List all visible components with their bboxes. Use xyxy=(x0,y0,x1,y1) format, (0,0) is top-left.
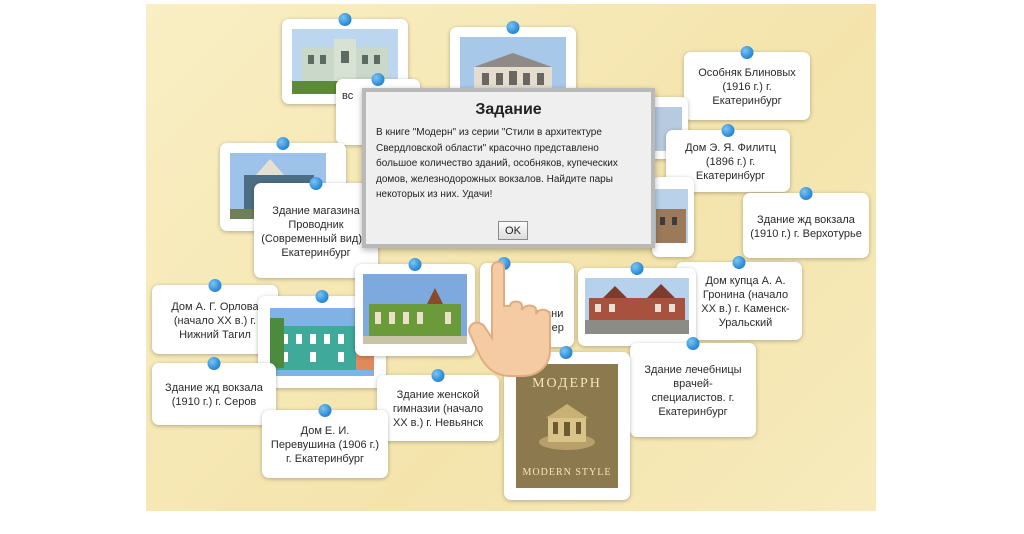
task-dialog: Задание В книге "Модерн" из серии "Стили… xyxy=(362,88,655,248)
pin-icon xyxy=(208,279,222,292)
dialog-title: Задание xyxy=(475,101,542,118)
card-provodnik-store[interactable]: Здание магазина Проводник (Современный в… xyxy=(254,177,378,278)
book-title: МОДЕРН xyxy=(532,376,602,391)
book-cover: МОДЕРН MODERN STYLE xyxy=(516,364,618,488)
photo-card-station-red[interactable] xyxy=(578,262,696,346)
card-label: Здание лечебницы врачей-специалистов. г.… xyxy=(644,364,742,418)
book-subtitle: MODERN STYLE xyxy=(522,467,612,478)
card-label: Здание жд вокзала (1910 г.) г. Верхотурь… xyxy=(750,213,862,240)
card-clinic[interactable]: Здание лечебницы врачей-специалистов. г.… xyxy=(630,337,756,437)
card-label: Особняк Блиновых (1916 г.) г. Екатеринбу… xyxy=(698,67,796,107)
ok-button[interactable]: OK xyxy=(498,221,528,240)
photo-card-green-house[interactable] xyxy=(355,258,475,356)
building-photo xyxy=(585,278,689,334)
pin-icon xyxy=(408,258,422,271)
photo-card-partial-right-mid[interactable] xyxy=(652,177,694,257)
card-blinovy-mansion[interactable]: Особняк Блиновых (1916 г.) г. Екатеринбу… xyxy=(684,46,810,120)
pin-icon xyxy=(740,46,754,59)
card-label: Здание магазина Проводник (Современный в… xyxy=(261,204,371,259)
pin-icon xyxy=(686,337,700,350)
building-photo xyxy=(654,189,688,243)
pin-icon xyxy=(431,369,445,382)
card-orlov-house[interactable]: Дом А. Г. Орлова (начало XX в.) г. Нижни… xyxy=(152,279,278,354)
pin-icon xyxy=(207,357,221,370)
pin-icon xyxy=(338,13,352,26)
pin-icon xyxy=(318,404,332,417)
card-perevushin-house[interactable]: Дом Е. И. Перевушина (1906 г.) г. Екатер… xyxy=(262,404,388,478)
card-label: Дом Э. Я. Филитц (1896 г.) г. Екатеринбу… xyxy=(685,142,776,182)
hand-pointer-icon xyxy=(468,261,551,377)
pin-icon xyxy=(559,346,573,359)
pin-icon xyxy=(371,73,385,86)
card-label: Дом купца А. А. Гронина (начало XX в.) г… xyxy=(701,275,790,329)
pin-icon xyxy=(799,187,813,200)
card-gronin-house[interactable]: Дом купца А. А. Гронина (начало XX в.) г… xyxy=(676,256,802,340)
card-label: Здание жд вокзала (1910 г.) г. Серов xyxy=(165,382,263,408)
pin-icon xyxy=(309,177,323,190)
card-label: вс xyxy=(342,90,354,102)
pin-icon xyxy=(732,256,746,269)
building-photo xyxy=(363,274,467,344)
dialog-text: В книге "Модерн" из серии "Стили в архит… xyxy=(376,127,618,200)
card-serov-station[interactable]: Здание жд вокзала (1910 г.) г. Серов xyxy=(152,357,276,425)
card-gymnasium[interactable]: Здание женской гимназии (начало XX в.) г… xyxy=(377,369,499,441)
pin-icon xyxy=(721,124,735,137)
card-label: Дом Е. И. Перевушина (1906 г.) г. Екатер… xyxy=(270,425,380,465)
pin-icon xyxy=(276,137,290,150)
pin-icon xyxy=(630,262,644,275)
card-label: Дом А. Г. Орлова (начало XX в.) г. Нижни… xyxy=(171,300,259,341)
pin-icon xyxy=(315,290,329,303)
card-label: Здание женской гимназии (начало XX в.) г… xyxy=(392,389,484,429)
card-verkhoturye-station[interactable]: Здание жд вокзала (1910 г.) г. Верхотурь… xyxy=(743,187,869,258)
pin-icon xyxy=(506,21,520,34)
